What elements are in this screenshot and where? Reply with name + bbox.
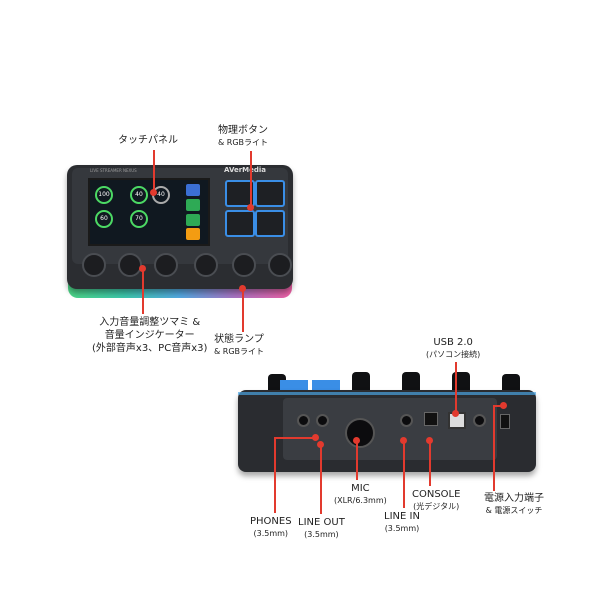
label-touch-panel: タッチパネル <box>118 135 178 146</box>
screen-meter-2: 60 <box>95 210 113 228</box>
power-switch[interactable] <box>500 414 510 429</box>
marker-line-out <box>317 441 324 448</box>
rear-port-panel <box>283 398 497 460</box>
label-usb: USB 2.0 (パソコン接続) <box>426 337 481 359</box>
screen-meter-3: 40 <box>130 186 148 204</box>
rear-blue-button-1 <box>280 380 308 392</box>
label-status-lamp: 状態ランプ & RGBライト <box>214 334 265 356</box>
marker-touch-panel <box>150 189 157 196</box>
marker-phones <box>312 434 319 441</box>
leader-power-h <box>493 405 503 407</box>
brand-logo: AVerMedia <box>224 166 267 174</box>
marker-usb <box>452 410 459 417</box>
label-line-in: LINE IN (3.5mm) <box>384 511 420 533</box>
leader-console <box>429 440 431 486</box>
leader-power <box>493 405 495 491</box>
label-console: CONSOLE (光デジタル) <box>412 489 461 511</box>
marker-knobs <box>139 265 146 272</box>
screen-tile-4[interactable] <box>186 228 200 240</box>
rear-knob-2 <box>352 372 370 394</box>
label-line-out: LINE OUT (3.5mm) <box>298 517 345 539</box>
label-mic: MIC (XLR/6.3mm) <box>334 483 387 505</box>
marker-line-in <box>400 437 407 444</box>
leader-touch-panel <box>153 150 155 192</box>
physical-button-4[interactable] <box>255 210 285 237</box>
label-physical-buttons: 物理ボタン & RGBライト <box>218 125 269 147</box>
volume-knob-3[interactable] <box>154 253 178 277</box>
leader-line-in <box>403 440 405 508</box>
rear-knob-3 <box>402 372 420 394</box>
marker-status-lamp <box>239 285 246 292</box>
device-name-label: LIVE STREAMER NEXUS <box>90 168 137 173</box>
label-power: 電源入力端子 & 電源スイッチ <box>484 493 544 515</box>
marker-mic <box>353 437 360 444</box>
volume-knob-4[interactable] <box>194 253 218 277</box>
label-knobs: 入力音量調整ツマミ & 音量インジケーター (外部音声x3、PC音声x3) <box>92 317 208 354</box>
power-input-port[interactable] <box>473 414 486 427</box>
rear-light-strip <box>238 392 536 395</box>
physical-button-2[interactable] <box>255 180 285 207</box>
leader-phones <box>274 437 276 513</box>
leader-usb <box>455 362 457 414</box>
screen-tile-3[interactable] <box>186 214 200 226</box>
marker-console <box>426 437 433 444</box>
leader-mic <box>356 440 358 480</box>
leader-physical-buttons <box>250 151 252 207</box>
volume-knob-2[interactable] <box>118 253 142 277</box>
volume-knob-5[interactable] <box>232 253 256 277</box>
leader-knobs <box>142 270 144 314</box>
screen-tile-2[interactable] <box>186 199 200 211</box>
line-in-port[interactable] <box>400 414 413 427</box>
marker-physical-buttons <box>247 204 254 211</box>
leader-line-out <box>320 444 322 514</box>
screen-meter-4: 70 <box>130 210 148 228</box>
screen-tile-1[interactable] <box>186 184 200 196</box>
volume-knob-6[interactable] <box>268 253 292 277</box>
leader-status-lamp <box>242 289 244 332</box>
mic-port[interactable] <box>345 418 375 448</box>
leader-phones-h <box>274 437 316 439</box>
touch-screen[interactable]: 100 60 40 70 40 <box>88 178 210 246</box>
marker-power <box>500 402 507 409</box>
volume-knob-1[interactable] <box>82 253 106 277</box>
console-optical-port[interactable] <box>424 412 438 426</box>
phones-port[interactable] <box>297 414 310 427</box>
screen-meter-1: 100 <box>95 186 113 204</box>
line-out-port[interactable] <box>316 414 329 427</box>
label-phones: PHONES (3.5mm) <box>250 516 292 538</box>
rear-blue-button-2 <box>312 380 340 392</box>
physical-button-3[interactable] <box>225 210 255 237</box>
